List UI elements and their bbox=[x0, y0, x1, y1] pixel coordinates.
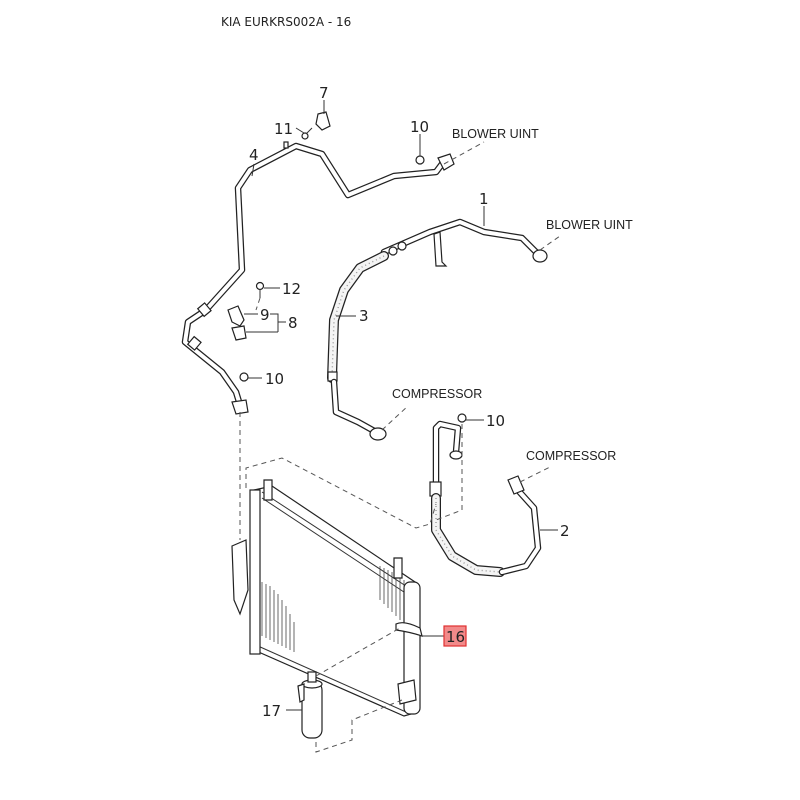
part-4-pipe[interactable] bbox=[181, 141, 455, 415]
label-part-10-b[interactable]: 10 bbox=[265, 370, 284, 388]
part-1-pipe[interactable] bbox=[380, 218, 548, 267]
label-part-8[interactable]: 8 bbox=[288, 314, 298, 332]
label-part-17[interactable]: 17 bbox=[262, 702, 281, 720]
destination-blower-unit-1: BLOWER UINT bbox=[452, 127, 539, 141]
part-10-nut-b[interactable] bbox=[239, 372, 249, 382]
part-2-hose[interactable] bbox=[429, 420, 542, 577]
label-part-10-a[interactable]: 10 bbox=[410, 118, 429, 136]
part-17-receiver-drier[interactable] bbox=[297, 671, 323, 739]
leader-lines bbox=[244, 100, 558, 711]
destination-compressor-2: COMPRESSOR bbox=[526, 449, 616, 463]
label-part-1[interactable]: 1 bbox=[479, 190, 489, 208]
part-3-hose[interactable] bbox=[327, 251, 389, 441]
part-16-condenser[interactable] bbox=[231, 479, 423, 717]
label-part-11[interactable]: 11 bbox=[274, 120, 293, 138]
diagram-title: KIA EURKRS002A - 16 bbox=[221, 15, 352, 29]
part-12-bolt[interactable] bbox=[255, 281, 265, 299]
destination-blower-unit-2: BLOWER UINT bbox=[546, 218, 633, 232]
label-part-16-highlight[interactable]: 16 bbox=[443, 625, 467, 647]
part-10-nut-a[interactable] bbox=[415, 155, 425, 165]
label-part-2[interactable]: 2 bbox=[560, 522, 570, 540]
label-part-10-c[interactable]: 10 bbox=[486, 412, 505, 430]
part-9-clip[interactable] bbox=[227, 305, 247, 341]
label-part-16[interactable]: 16 bbox=[446, 628, 465, 646]
part-10-nut-c[interactable] bbox=[457, 413, 467, 423]
label-part-7[interactable]: 7 bbox=[319, 84, 329, 102]
part-11-bolt[interactable] bbox=[301, 127, 313, 140]
dashed-guides bbox=[239, 141, 561, 753]
label-part-12[interactable]: 12 bbox=[282, 280, 301, 298]
label-part-3[interactable]: 3 bbox=[359, 307, 369, 325]
destination-compressor-1: COMPRESSOR bbox=[392, 387, 482, 401]
label-part-4[interactable]: 4 bbox=[249, 146, 259, 164]
part-7-bracket[interactable] bbox=[315, 111, 331, 131]
label-part-9[interactable]: 9 bbox=[260, 306, 270, 324]
